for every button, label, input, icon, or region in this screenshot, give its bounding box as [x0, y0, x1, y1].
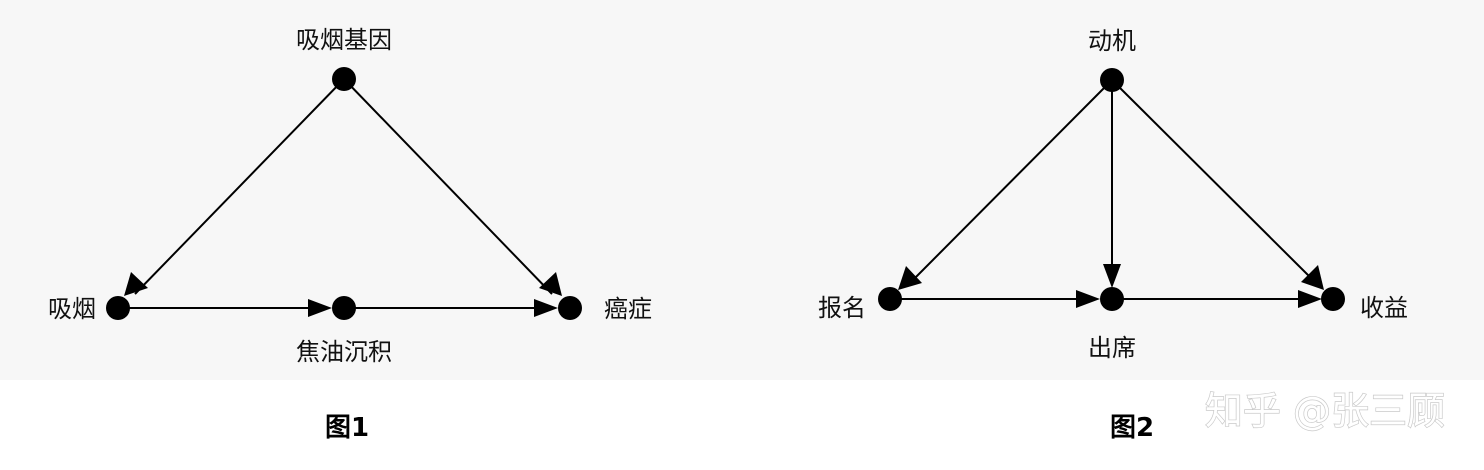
arrowhead-smoking-to-tar	[308, 299, 332, 317]
label-attend: 出席	[1088, 334, 1136, 362]
arrowhead-motive-to-attend	[1103, 264, 1121, 288]
edge-motive-to-gain	[1111, 79, 1317, 284]
label-gain: 收益	[1360, 294, 1408, 322]
node-cancer	[558, 296, 582, 320]
node-attend	[1100, 287, 1124, 311]
figure-1: 吸烟基因 吸烟 焦油沉积 癌症 图1	[48, 26, 652, 443]
edge-motive-to-signup	[907, 79, 1113, 286]
figure-2-caption: 图2	[1110, 413, 1154, 443]
arrowhead-motive-to-gain	[1301, 265, 1324, 290]
label-motive: 动机	[1088, 27, 1136, 55]
arrowhead-gene-to-smoking	[124, 272, 148, 296]
figure-2-edges	[890, 79, 1324, 308]
node-signup	[878, 287, 902, 311]
node-gain	[1321, 287, 1345, 311]
edge-gene-to-cancer	[343, 78, 553, 295]
figure-1-edges	[118, 78, 562, 317]
node-tar-deposit	[332, 296, 356, 320]
diagram-background	[0, 0, 1484, 380]
figure-1-caption: 图1	[325, 413, 369, 443]
zhihu-watermark: 知乎 @张三顾	[1205, 389, 1445, 433]
label-signup: 报名	[818, 294, 866, 322]
edge-gene-to-smoking	[134, 78, 345, 295]
arrowhead-gene-to-cancer	[539, 272, 562, 296]
node-smoking-gene	[332, 67, 356, 91]
node-motive	[1100, 68, 1124, 92]
arrowhead-tar-to-cancer	[534, 299, 558, 317]
arrowhead-attend-to-gain	[1298, 290, 1322, 308]
label-smoking: 吸烟	[48, 295, 96, 323]
label-tar-deposit: 焦油沉积	[296, 338, 392, 366]
arrowhead-signup-to-attend	[1076, 290, 1100, 308]
figure-2: 动机 报名 出席 收益 图2	[818, 27, 1408, 443]
label-smoking-gene: 吸烟基因	[296, 26, 392, 54]
label-cancer: 癌症	[604, 295, 652, 323]
node-smoking	[106, 296, 130, 320]
arrowhead-motive-to-signup	[898, 266, 922, 290]
